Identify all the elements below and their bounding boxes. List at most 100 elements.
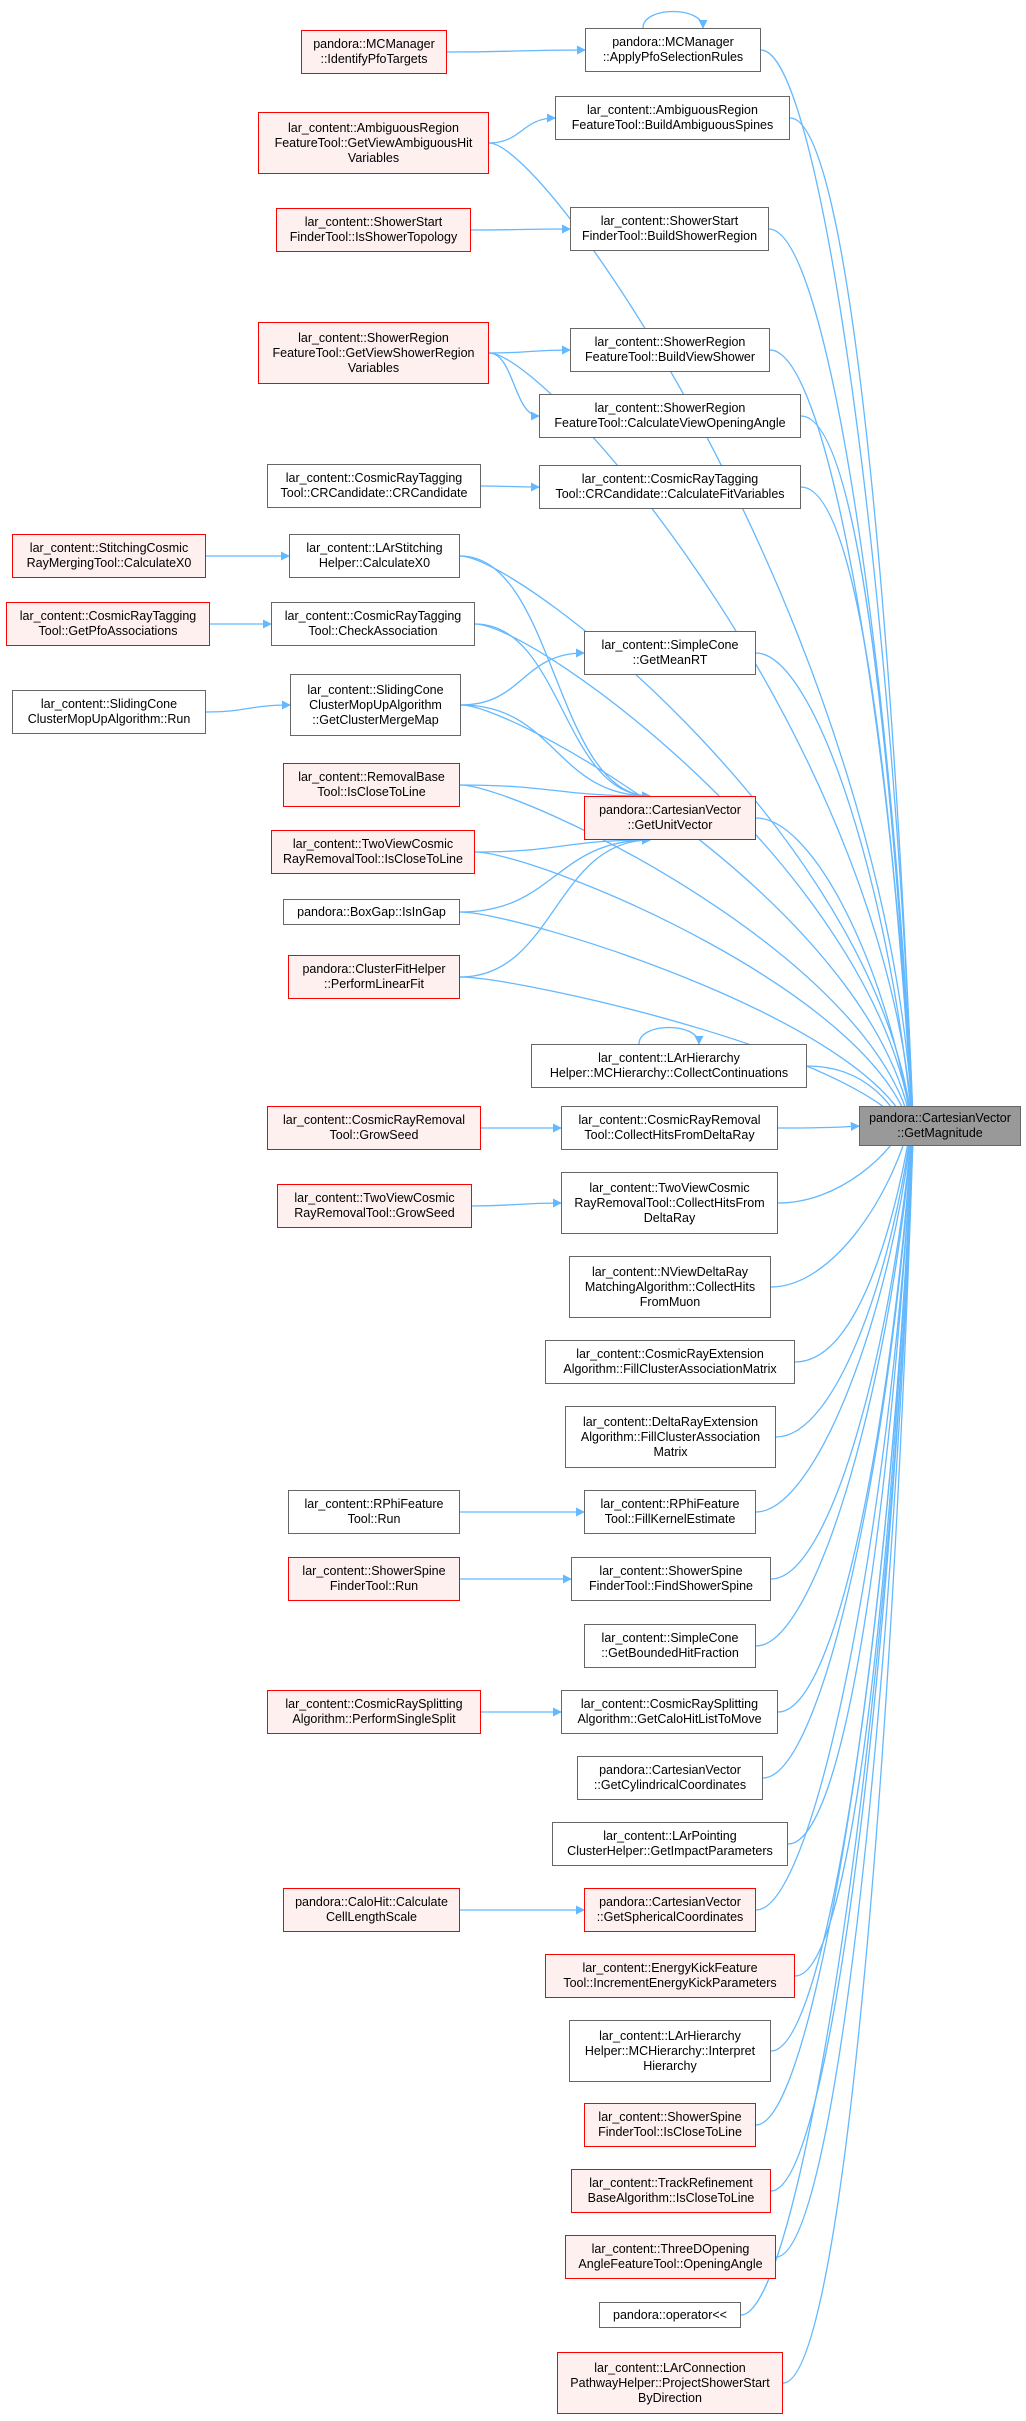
caller-node[interactable]: lar_content::SimpleCone::GetBoundedHitFr…	[584, 1624, 756, 1668]
node-label-line: Tool::FillKernelEstimate	[604, 1512, 736, 1526]
node-label-line: pandora::MCManager	[612, 35, 734, 49]
node-label-line: lar_content::CosmicRayTagging	[285, 471, 463, 485]
node-label-line: lar_content::ThreeDOpening	[591, 2242, 750, 2256]
edge-n34-to-target	[770, 1107, 918, 1580]
node-label-line: AngleFeatureTool::OpeningAngle	[578, 2257, 763, 2271]
node-label-line: BaseAlgorithm::IsCloseToLine	[587, 2191, 755, 2205]
edge-n45-to-target	[755, 1107, 919, 2126]
node-label-line: lar_content::LArPointing	[603, 1829, 737, 1843]
node-label-line: lar_content::NViewDeltaRay	[591, 1264, 749, 1279]
node-label-line: ::GetBoundedHitFraction	[601, 1646, 739, 1660]
node-label-line: pandora::operator<<	[613, 2307, 727, 2322]
edge-n21-to-target	[474, 851, 918, 1145]
caller-node[interactable]: pandora::CartesianVector::GetUnitVector	[584, 796, 756, 840]
node-label-line: Tool::GrowSeed	[329, 1128, 419, 1142]
node-label-line: FinderTool::Run	[329, 1579, 419, 1593]
node-label-line: Tool::Run	[347, 1512, 401, 1526]
node-label-line: pandora::BoxGap::IsInGap	[297, 904, 446, 919]
node-label-line: FromMuon	[639, 1294, 701, 1309]
caller-node[interactable]: pandora::CartesianVector::GetCylindrical…	[577, 1756, 763, 1800]
edge-n18-to-n17	[205, 700, 291, 713]
node-label-line: lar_content::DeltaRayExtension	[582, 1414, 759, 1429]
edge-n25-to-target	[777, 1121, 860, 1131]
edge-n17-to-n16	[460, 648, 585, 706]
caller-node[interactable]: pandora::CartesianVector::GetSphericalCo…	[584, 1888, 756, 1932]
node-label-line: FeatureTool::BuildAmbiguousSpines	[571, 118, 774, 132]
edge-n3-to-target	[789, 117, 919, 1145]
edge-n46-to-target	[770, 1107, 919, 2192]
edge-n23-to-n19	[459, 835, 651, 978]
node-label-line: ::GetSphericalCoordinates	[596, 1910, 744, 1924]
node-label-line: lar_content::ShowerSpine	[598, 2110, 742, 2124]
node-label-line: lar_content::EnergyKickFeature	[582, 1961, 758, 1975]
node-label-line: lar_content::CosmicRayTagging	[581, 472, 759, 486]
edge-n11-to-n10	[480, 482, 540, 492]
target-node[interactable]: pandora::CartesianVector::GetMagnitude	[859, 1106, 1021, 1146]
caller-node[interactable]: lar_content::SimpleCone::GetMeanRT	[584, 631, 756, 675]
caller-node[interactable]: pandora::MCManager::ApplyPfoSelectionRul…	[585, 28, 761, 72]
edge-n4-to-n3	[488, 113, 556, 144]
edge-n32-to-target	[755, 1107, 918, 1513]
node-label-line: pandora::CaloHit::Calculate	[295, 1895, 448, 1909]
caller-node[interactable]: pandora::BoxGap::IsInGap	[283, 899, 460, 925]
node-label-line: Hierarchy	[643, 2058, 697, 2073]
node-label-line: FeatureTool::GetViewShowerRegion	[272, 345, 475, 360]
node-label-line: lar_content::CosmicRayTagging	[19, 609, 197, 623]
node-label-line: FinderTool::BuildShowerRegion	[581, 229, 758, 243]
node-label-line: lar_content::SimpleCone	[601, 1631, 739, 1645]
edge-n8-to-target	[488, 352, 919, 1145]
caller-node[interactable]: pandora::operator<<	[599, 2302, 741, 2328]
node-label-line: Tool::CRCandidate::CRCandidate	[280, 486, 468, 500]
caller-node[interactable]: pandora::ClusterFitHelper::PerformLinear…	[288, 955, 460, 999]
caller-node[interactable]: pandora::MCManager::IdentifyPfoTargets	[301, 30, 447, 74]
node-label-line: Helper::CalculateX0	[318, 556, 431, 570]
node-label-line: lar_content::CosmicRayExtension	[576, 1347, 764, 1361]
node-label-line: Tool::GetPfoAssociations	[38, 624, 178, 638]
node-label-line: Tool::CollectHitsFromDeltaRay	[584, 1128, 755, 1142]
node-label-line: ClusterHelper::GetImpactParameters	[567, 1844, 773, 1858]
node-label-line: lar_content::StitchingCosmic	[29, 541, 189, 555]
edge-n21-to-n19	[474, 835, 651, 853]
edge-n37-to-target	[777, 1107, 918, 1713]
